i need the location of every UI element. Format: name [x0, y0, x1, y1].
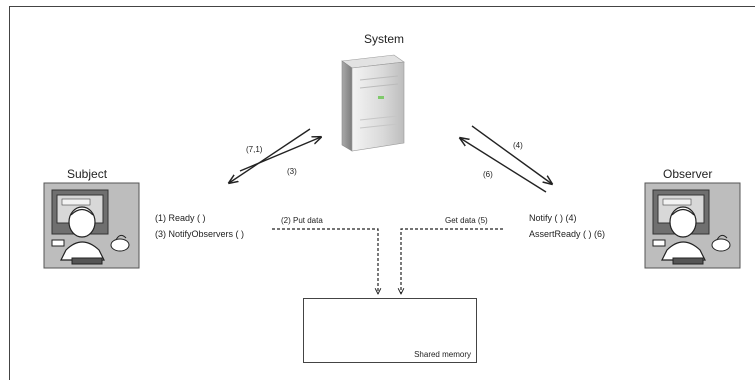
- arrow-label-system-to-observer: (4): [513, 141, 523, 150]
- arrow-label-subject-to-system: (7,1): [246, 145, 263, 154]
- diagram-frame: [9, 6, 755, 380]
- arrow-system-to-subject: [229, 128, 311, 183]
- arrow-put-data: [272, 228, 378, 294]
- arrow-get-data: [401, 228, 503, 294]
- get-data-label: Get data (5): [445, 216, 488, 225]
- observer-call-notify: Notify ( ) (4): [529, 213, 577, 223]
- arrow-system-to-observer: [471, 125, 552, 184]
- observer-person-icon: [644, 182, 741, 269]
- subject-person-icon: [43, 182, 140, 269]
- arrow-subject-to-system: [239, 137, 321, 172]
- shared-memory-box: Shared memory: [303, 298, 477, 363]
- observer-call-assert-ready: AssertReady ( ) (6): [529, 229, 606, 239]
- shared-memory-label: Shared memory: [414, 350, 471, 359]
- subject-call-ready: (1) Ready ( ): [155, 213, 206, 223]
- observer-label: Observer: [663, 167, 713, 181]
- subject-call-notify-observers: (3) NotifyObservers ( ): [155, 229, 245, 239]
- arrow-observer-to-system: [460, 138, 547, 193]
- subject-label: Subject: [67, 167, 108, 181]
- put-data-label: (2) Put data: [281, 216, 323, 225]
- system-label: System: [364, 32, 405, 46]
- server-tower-icon: [341, 54, 405, 152]
- arrow-label-system-to-subject: (3): [287, 167, 297, 176]
- arrow-label-observer-to-system: (6): [483, 170, 493, 179]
